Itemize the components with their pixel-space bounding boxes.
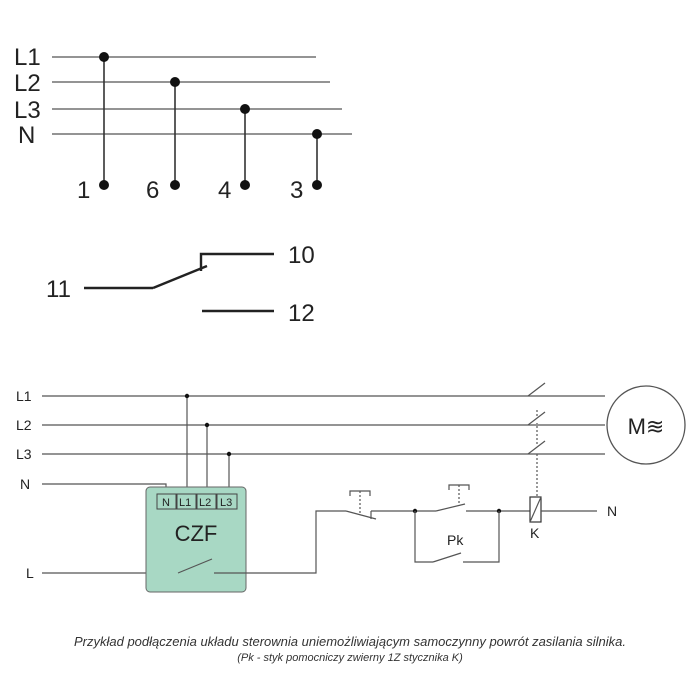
bus-label-n: N bbox=[18, 122, 35, 149]
supply-label-l2: L2 bbox=[16, 417, 32, 433]
caption-note: (Pk - styk pomocniczy zwierny 1Z styczni… bbox=[237, 652, 463, 664]
junction-dot bbox=[312, 129, 322, 139]
junction-dot bbox=[170, 77, 180, 87]
contactor-label: K bbox=[530, 525, 540, 541]
junction-dot bbox=[99, 52, 109, 62]
motor-label: M≋ bbox=[628, 414, 665, 439]
relay-terminal-label-l1: L1 bbox=[179, 497, 191, 509]
relay-terminal-l1 bbox=[176, 493, 197, 510]
terminal-dot bbox=[99, 180, 109, 190]
contact-label-11: 11 bbox=[46, 276, 71, 303]
junction-dot bbox=[226, 451, 232, 457]
relay-terminal-n bbox=[156, 493, 177, 510]
relay-terminal-l3 bbox=[216, 493, 238, 510]
contact-blade bbox=[152, 264, 208, 290]
main-contact-l3 bbox=[527, 440, 546, 455]
supply-label-l1: L1 bbox=[16, 388, 32, 404]
motor-symbol bbox=[606, 385, 686, 465]
main-contacts bbox=[524, 382, 556, 455]
aux-contact-label: Pk bbox=[447, 532, 464, 548]
control-wire bbox=[246, 510, 346, 574]
terminal-dot bbox=[312, 180, 322, 190]
main-contact-l2 bbox=[527, 411, 546, 426]
relay-name: CZF bbox=[175, 521, 218, 546]
contact-no-wire bbox=[199, 252, 274, 271]
czf-relay-box bbox=[145, 486, 247, 593]
terminal-label-1: 1 bbox=[77, 177, 90, 204]
aux-contact-blade bbox=[432, 552, 462, 563]
aux-contact-wire bbox=[414, 511, 433, 563]
terminal-dot bbox=[240, 180, 250, 190]
contact-label-12: 12 bbox=[288, 300, 315, 327]
terminal-dot bbox=[170, 180, 180, 190]
relay-terminal-l2 bbox=[196, 493, 217, 510]
neutral-label: N bbox=[607, 503, 617, 519]
terminal-label-6: 6 bbox=[146, 177, 159, 204]
changeover-contact-diagram: 11 10 12 bbox=[46, 242, 315, 327]
bus-label-l1: L1 bbox=[14, 44, 41, 71]
relay-terminal-label-l2: L2 bbox=[199, 497, 211, 509]
junction-dot bbox=[240, 104, 250, 114]
caption-main: Przykład podłączenia układu sterownia un… bbox=[73, 634, 627, 649]
stop-button-icon bbox=[349, 490, 371, 496]
start-button-contact bbox=[435, 503, 466, 512]
supply-label-l: L bbox=[26, 565, 34, 581]
aux-contact-wire bbox=[463, 511, 500, 563]
main-contact-l1 bbox=[527, 382, 546, 397]
line-terminal-diagram: L1 L2 L3 N 1 6 4 3 bbox=[14, 44, 352, 204]
wiring-example: L1 L2 L3 N L N L1 L2 L3 CZF bbox=[16, 382, 686, 593]
junction-dot bbox=[184, 393, 190, 399]
supply-label-n: N bbox=[20, 476, 30, 492]
relay-terminal-label-n: N bbox=[162, 497, 170, 509]
contactor-coil-mark bbox=[529, 496, 542, 523]
supply-label-l3: L3 bbox=[16, 446, 32, 462]
bus-label-l2: L2 bbox=[14, 70, 41, 97]
contact-label-10: 10 bbox=[288, 242, 315, 269]
bus-label-l3: L3 bbox=[14, 97, 41, 124]
terminal-label-4: 4 bbox=[218, 177, 231, 204]
relay-contact-blade bbox=[177, 558, 213, 574]
junction-dot bbox=[204, 422, 210, 428]
relay-terminal-label-l3: L3 bbox=[220, 497, 232, 509]
terminal-label-3: 3 bbox=[290, 177, 303, 204]
start-button-icon bbox=[448, 484, 470, 490]
